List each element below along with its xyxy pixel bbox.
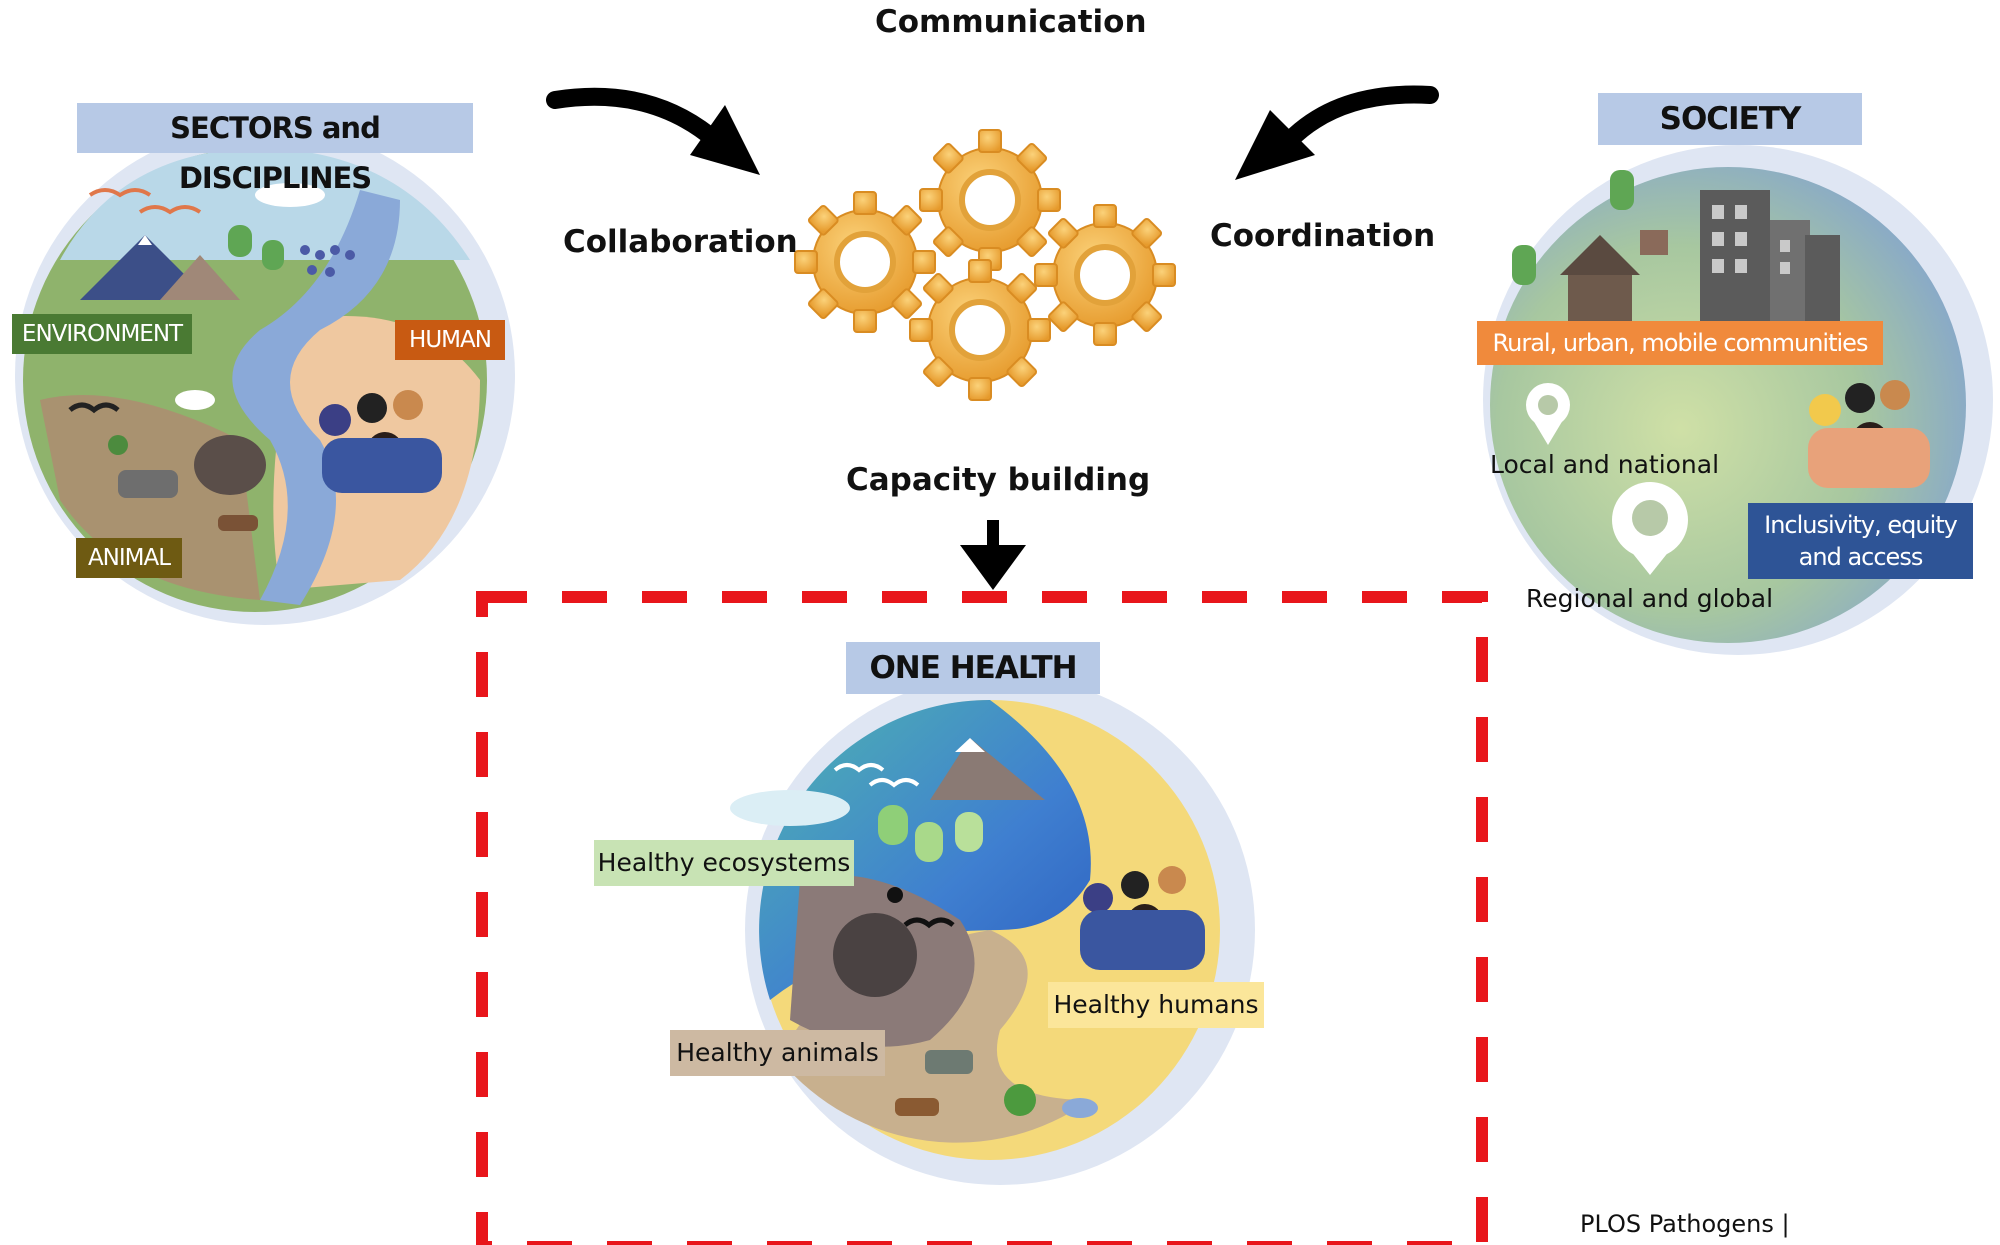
healthy-animals-label: Healthy animals [670, 1030, 885, 1076]
coordination-label: Coordination [1210, 218, 1436, 254]
inclusivity-tag: Inclusivity, equity and access [1748, 503, 1973, 579]
arrow-right-curved-icon [1235, 85, 1439, 180]
dog-icon [895, 1098, 939, 1116]
local-national-label: Local and national [1490, 450, 1720, 479]
fish-icon [175, 390, 215, 410]
source-credit: PLOS Pathogens | [1580, 1210, 1790, 1238]
sectors-title: SECTORS and DISCIPLINES [77, 103, 473, 195]
arrow-left-curved-icon [546, 87, 760, 175]
gorilla-icon [833, 913, 917, 997]
bat-icon [68, 402, 120, 414]
one-health-dashed-frame [476, 591, 1488, 1245]
goat-icon [118, 470, 178, 498]
dog-icon [218, 515, 258, 531]
people-cluster-icon [1808, 380, 1930, 488]
bat-icon [903, 917, 955, 929]
people-cluster-icon [1080, 866, 1205, 970]
one-health-title: ONE HEALTH [846, 642, 1100, 694]
animal-tag: ANIMAL [76, 538, 182, 578]
healthy-humans-label: Healthy humans [1048, 982, 1264, 1028]
chicken-icon [108, 435, 128, 455]
society-title: SOCIETY [1598, 93, 1862, 145]
one-health-globe [730, 675, 1255, 1185]
sectors-globe [15, 125, 515, 625]
goat-icon [925, 1050, 973, 1074]
gorilla-icon [194, 435, 266, 495]
regional-global-label: Regional and global [1526, 584, 1774, 613]
mosquito-icon [887, 887, 903, 903]
chicken-icon [1004, 1084, 1036, 1116]
environment-tag: ENVIRONMENT [12, 314, 192, 354]
map-pin-icon [1526, 383, 1570, 445]
inclusivity-line-1: Inclusivity, equity [1764, 511, 1958, 539]
gears-icon [794, 129, 1176, 401]
communities-tag: Rural, urban, mobile communities [1477, 321, 1883, 365]
communication-label: Communication [875, 4, 1147, 40]
arrow-down-icon [960, 520, 1026, 590]
people-cluster-icon [319, 390, 442, 493]
fish-icon [1062, 1098, 1098, 1118]
capacity-building-label: Capacity building [846, 462, 1151, 498]
collaboration-label: Collaboration [563, 224, 798, 260]
human-tag: HUMAN [395, 320, 505, 360]
healthy-ecosystems-label: Healthy ecosystems [594, 840, 854, 886]
inclusivity-line-2: and access [1798, 543, 1924, 571]
map-pin-large-icon [1612, 482, 1688, 575]
